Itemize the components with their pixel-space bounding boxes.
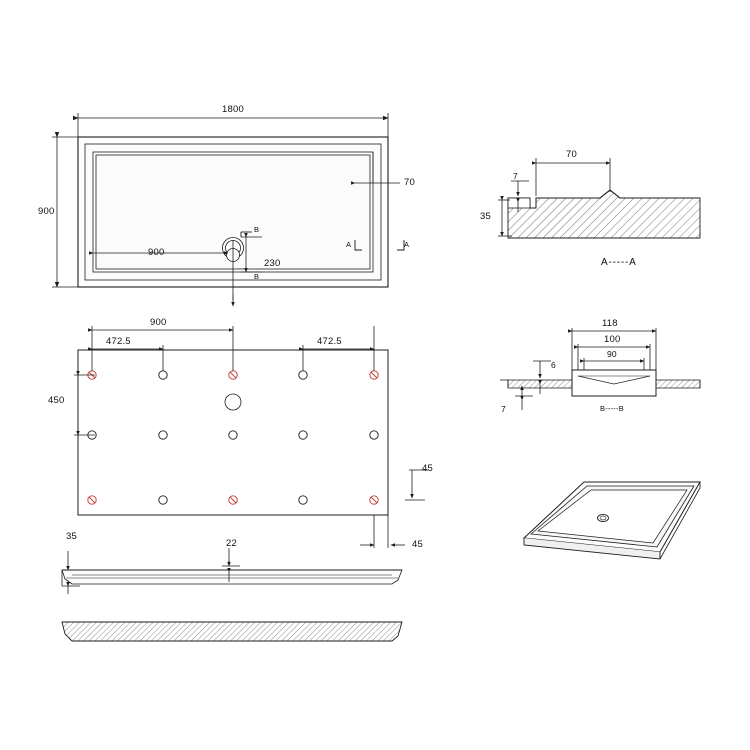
dim-waste-offset-x [89, 240, 235, 307]
dim-label-centre-span: 900 [150, 317, 167, 328]
dim-label-rim-width-a: 70 [566, 149, 577, 160]
dim-rim-width [351, 152, 400, 185]
dim-label-waste-offset-y: 230 [264, 258, 281, 269]
dim-label-edge-offset-bottom: 45 [412, 539, 423, 550]
dim-label-rim-width: 70 [404, 177, 415, 188]
front-elevation-geometry [61, 569, 403, 585]
dim-label-waste-rim-depth: 6 [551, 360, 556, 370]
dim-label-right-span: 472.5 [317, 336, 342, 347]
dim-label-waste-depth: 22 [226, 538, 237, 549]
dim-label-waste-offset-x: 900 [148, 247, 165, 258]
dim-label-tray-height: 35 [66, 531, 77, 542]
dim-label-left-span: 472.5 [106, 336, 131, 347]
top-plan-view-geometry [77, 136, 389, 288]
section-a-a-geometry [507, 189, 701, 239]
dim-label-overall-width: 1800 [222, 104, 244, 115]
dim-label-body-thickness-a: 35 [480, 211, 491, 222]
isometric-geometry [522, 481, 701, 560]
section-a-a-dimensions [498, 158, 611, 237]
section-mark-a-left: A [346, 240, 352, 249]
dim-label-rim-lip-a: 7 [513, 171, 518, 181]
underside-plan-geometry [77, 349, 389, 516]
dim-overall-depth [52, 131, 81, 288]
dim-label-waste-base-depth: 7 [501, 404, 506, 414]
dim-label-waste-inner: 90 [607, 349, 617, 359]
hatched-profile-geometry [61, 621, 403, 642]
dim-label-waste-outer: 118 [602, 318, 618, 329]
dim-waste-offset-y [241, 233, 262, 273]
dim-label-foot-row-spacing: 450 [48, 395, 65, 406]
underside-dimensions [74, 326, 428, 548]
section-a-a-label: A-----A [601, 257, 637, 268]
section-marks-top [240, 231, 405, 251]
dim-label-waste-mid: 100 [604, 334, 621, 345]
section-mark-b-bottom: B [254, 272, 260, 281]
dim-label-edge-offset-top: 45 [422, 463, 433, 474]
section-mark-a-right: A [404, 240, 410, 249]
front-elevation-dimensions [61, 548, 240, 594]
dim-label-overall-depth: 900 [38, 206, 55, 217]
dim-overall-width [72, 113, 389, 140]
section-mark-b-top: B [254, 225, 260, 234]
section-b-b-geometry [507, 328, 701, 397]
section-b-b-dimensions [500, 329, 657, 410]
section-b-b-label: B-----B [600, 404, 624, 413]
